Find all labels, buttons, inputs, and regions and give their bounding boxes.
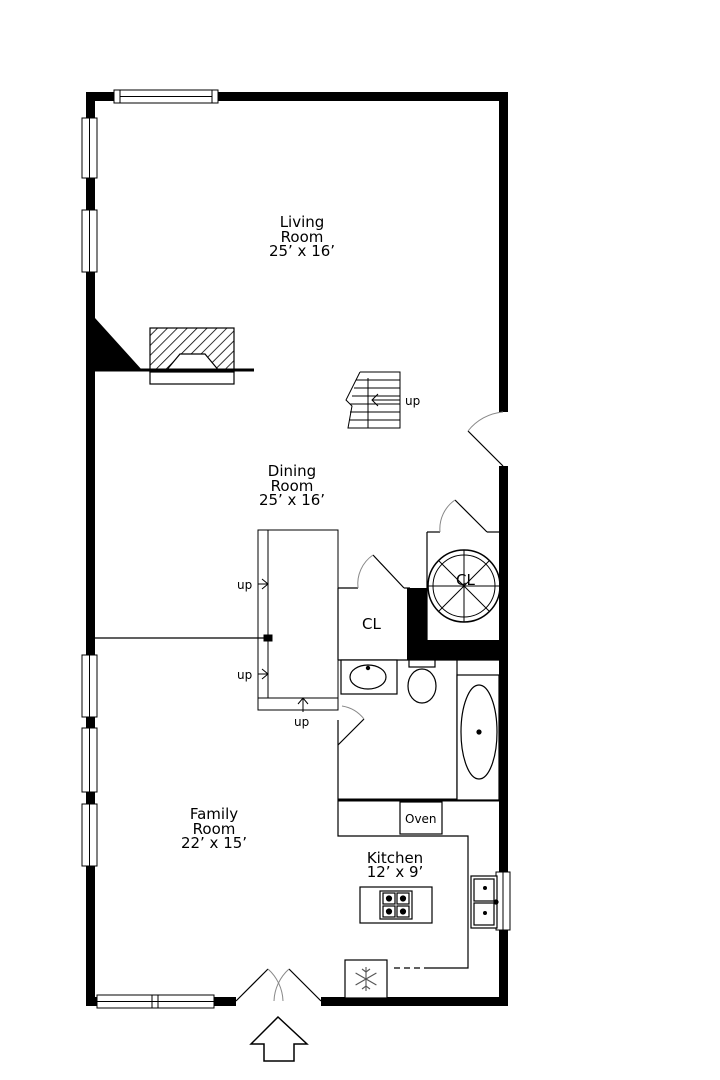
center-up-label-3: up (294, 715, 309, 729)
closet-2-label: CL (456, 571, 475, 589)
stairs-main (345, 371, 401, 429)
closet-1-label: CL (362, 615, 381, 633)
bathtub (456, 674, 500, 801)
entry-door-side (467, 411, 504, 467)
window-top (113, 89, 219, 104)
top-wall (86, 92, 508, 101)
spiral-stair (427, 549, 501, 623)
stairs-arrow-head (371, 393, 379, 407)
svg-text:25’ x 16’: 25’ x 16’ (269, 242, 335, 260)
toilet (407, 659, 437, 704)
center-up-label-2: up (237, 668, 252, 682)
svg-text:22’ x 15’: 22’ x 15’ (181, 834, 247, 852)
right-wall-upper (499, 92, 508, 412)
front-double-door (235, 968, 322, 1002)
center-stair-post (263, 634, 273, 642)
svg-text:Room: Room (271, 477, 314, 495)
window-left-2 (81, 209, 98, 273)
cooktop-island (359, 886, 433, 924)
dining-room-label: Dining Room 25’ x 16’ (259, 462, 325, 509)
right-wall-lower (499, 466, 508, 1006)
windows (81, 89, 511, 1009)
window-left-3 (81, 654, 98, 718)
svg-text:25’ x 16’: 25’ x 16’ (259, 491, 325, 509)
svg-text:Dining: Dining (268, 462, 316, 480)
bath-door-leaf (337, 718, 365, 746)
svg-text:Living: Living (280, 213, 325, 231)
stairs-up-label: up (405, 394, 420, 408)
burner-icon (382, 892, 410, 918)
fireplace-base (149, 371, 235, 385)
window-bottom (96, 994, 215, 1009)
arrow-up-icon (249, 1015, 309, 1062)
closet-wall-black-horizontal (407, 640, 503, 660)
family-room-label: Family Room 22’ x 15’ (181, 805, 247, 852)
window-left-1 (81, 117, 98, 179)
fireplace (95, 318, 254, 385)
svg-text:12’ x 9’: 12’ x 9’ (367, 863, 424, 881)
svg-text:Room: Room (281, 228, 324, 246)
window-left-5 (81, 803, 98, 867)
kitchen-label: Kitchen 12’ x 9’ (367, 849, 424, 881)
bathroom-sink (340, 659, 398, 695)
oven (399, 801, 443, 835)
snowflake-icon (355, 967, 377, 991)
kitchen-counters (337, 800, 469, 969)
svg-text:Family: Family (190, 805, 238, 823)
refrigerator (344, 959, 388, 999)
window-left-4 (81, 727, 98, 793)
center-stair-block (257, 529, 339, 712)
closet-1 (337, 554, 410, 660)
svg-text:Kitchen: Kitchen (367, 849, 423, 867)
closet-2 (407, 499, 503, 660)
kitchen-sink (470, 875, 499, 929)
bottom-wall-right (321, 997, 508, 1006)
center-up-label-1: up (237, 578, 252, 592)
living-room-label: Living Room 25’ x 16’ (269, 213, 335, 260)
oven-label: Oven (405, 812, 437, 826)
fireplace-corner-fill (95, 318, 142, 370)
svg-text:Room: Room (193, 820, 236, 838)
left-wall (86, 92, 95, 1006)
